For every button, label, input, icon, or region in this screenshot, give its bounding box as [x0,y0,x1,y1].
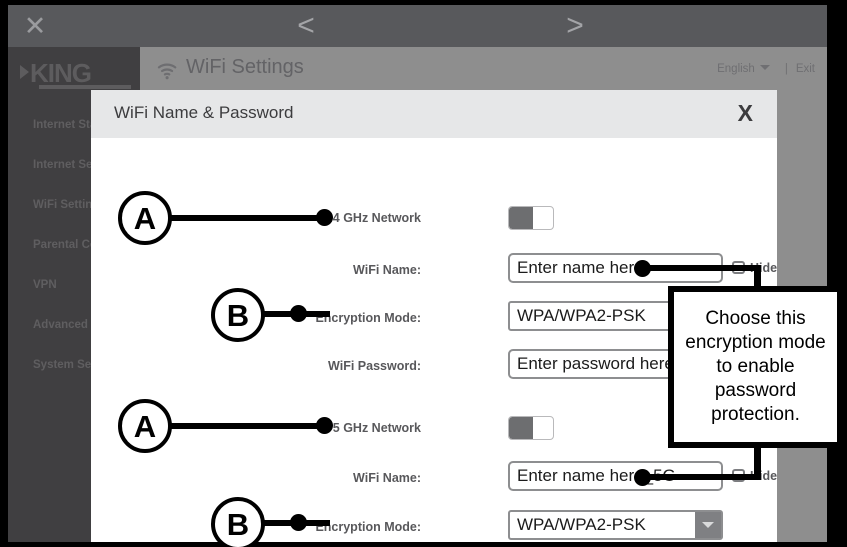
modal-body: 2.4 GHz Network WiFi Name: Enter name he… [91,138,777,542]
exit-link[interactable]: Exit [795,63,815,75]
logo-text: KING [30,58,92,88]
checkbox-box-icon[interactable] [732,469,745,482]
label-24ghz-encryption: Encryption Mode: [315,311,421,325]
toggle-knob [509,207,533,229]
label-24ghz-password: WiFi Password: [328,359,421,373]
select-5ghz-encryption-value: WPA/WPA2-PSK [517,515,646,534]
checkbox-5ghz-hide-label: Hide [750,469,778,483]
row-5ghz-encryption: Encryption Mode: WPA/WPA2-PSK [91,510,777,544]
dropdown-arrow-icon[interactable] [695,303,721,329]
label-5ghz-encryption: Encryption Mode: [315,520,421,534]
modal-title: WiFi Name & Password [114,103,294,122]
input-24ghz-wifi-name[interactable]: Enter name here [508,253,723,283]
king-logo: KING [20,58,131,89]
header-separator: | [784,63,788,75]
row-24ghz-network: 2.4 GHz Network [91,201,777,235]
checkbox-24ghz-hide[interactable]: Hide [732,259,777,277]
header-controls: English | Exit [717,63,815,75]
select-5ghz-encryption[interactable]: WPA/WPA2-PSK [508,510,723,540]
modal-close-button[interactable]: X [737,100,753,126]
label-24ghz-network: 2.4 GHz Network [322,211,421,225]
browser-top-bar: ✕ < > [8,5,827,47]
logo-underbar [39,85,131,89]
page-title: WiFi Settings [186,56,304,78]
chevron-down-icon[interactable] [759,65,770,70]
input-5ghz-wifi-name[interactable]: Enter name here_5G [508,461,723,491]
dropdown-arrow-icon[interactable] [695,512,721,538]
close-x-icon[interactable]: ✕ [23,11,47,41]
checkbox-box-icon[interactable] [732,261,745,274]
nav-prev-icon[interactable]: < [297,9,315,42]
label-5ghz-wifi-name: WiFi Name: [353,471,421,485]
label-24ghz-wifi-name: WiFi Name: [353,263,421,277]
language-selector-label[interactable]: English [717,63,755,75]
checkbox-5ghz-hide[interactable]: Hide [732,467,777,485]
checkbox-24ghz-hide-label: Hide [750,261,778,275]
sidebar-item-wifi-settings[interactable]: WiFi Settings [33,199,106,211]
row-24ghz-wifi-name: WiFi Name: Enter name here Hide [91,253,777,287]
input-24ghz-password[interactable]: Enter password here [508,349,723,379]
select-24ghz-encryption-value: WPA/WPA2-PSK [517,306,646,325]
wifi-signal-icon [157,63,177,80]
page-header: WiFi Settings English | Exit [140,47,827,95]
toggle-knob [509,417,533,439]
select-24ghz-encryption[interactable]: WPA/WPA2-PSK [508,301,723,331]
nav-next-icon[interactable]: > [566,9,584,42]
toggle-5ghz-network[interactable] [508,416,554,440]
wifi-name-password-modal: WiFi Name & Password X 2.4 GHz Network W… [91,90,777,542]
toggle-24ghz-network[interactable] [508,206,554,230]
logo-triangle-icon [20,65,29,79]
row-24ghz-encryption: Encryption Mode: WPA/WPA2-PSK [91,301,777,335]
modal-header: WiFi Name & Password X [91,90,777,138]
row-5ghz-network: 5 GHz Network [91,411,777,445]
row-5ghz-wifi-name: WiFi Name: Enter name here_5G Hide [91,461,777,495]
row-24ghz-password: WiFi Password: Enter password here [91,349,777,383]
label-5ghz-network: 5 GHz Network [332,421,421,435]
sidebar-item-vpn[interactable]: VPN [33,279,57,291]
